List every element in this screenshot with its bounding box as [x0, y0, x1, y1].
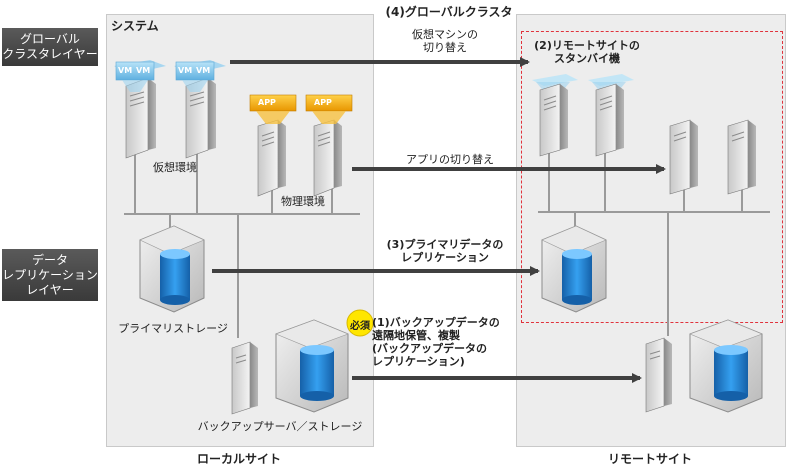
app-block-2 — [305, 94, 353, 124]
local-site-label: ローカルサイト — [196, 452, 281, 466]
global-cluster-title: (4)グローバルクラスタ — [385, 5, 513, 19]
backup-replication-label: (1)バックアップデータの 遠隔地保管、複製 (バックアップデータの レプリケー… — [372, 316, 500, 368]
primary-replication-label: (3)プライマリデータの レプリケーション — [386, 238, 504, 264]
vm-badge-1b: VM — [136, 66, 151, 75]
data-replication-layer-tag: データ レプリケーション レイヤー — [2, 249, 98, 301]
server-remote-3 — [669, 119, 698, 195]
standby-label: (2)リモートサイトの スタンバイ機 — [534, 39, 640, 65]
vm-badge-1a: VM — [118, 66, 133, 75]
vm-badge-2b: VM — [196, 66, 211, 75]
vm-block-1 — [114, 60, 166, 92]
system-label: システム — [111, 19, 159, 33]
required-badge: 必須 — [350, 321, 370, 332]
local-network-lines — [124, 150, 360, 338]
backup-server-remote — [645, 337, 672, 413]
global-cluster-layer-tag: グローバル クラスタレイヤー — [2, 28, 98, 66]
virtual-env-label: 仮想環境 — [153, 161, 197, 174]
primary-storage-label: プライマリストレージ — [118, 322, 228, 335]
app-switch-label: アプリの切り替え — [406, 153, 494, 166]
primary-storage-icon — [139, 225, 205, 313]
vm-switch-label: 仮想マシンの 切り替え — [412, 28, 478, 54]
server-remote-4 — [727, 119, 756, 195]
vm-badge-2a: VM — [178, 66, 193, 75]
backup-server-local — [231, 341, 258, 415]
standby-highlight-box — [521, 31, 783, 323]
remote-site-label: リモートサイト — [607, 452, 692, 466]
required-badge-shape — [346, 309, 374, 337]
server-local-app-2 — [313, 119, 342, 197]
backup-storage-local — [275, 319, 349, 413]
server-local-app-1 — [257, 119, 286, 197]
server-remote-2 — [595, 83, 624, 157]
physical-env-label: 物理環境 — [281, 195, 325, 208]
remote-storage-icon — [541, 225, 607, 313]
app-badge-1: APP — [258, 98, 276, 107]
server-local-vm-1 — [125, 77, 156, 159]
app-block-1 — [249, 94, 297, 124]
backup-server-label: バックアップサーバ／ストレージ — [197, 420, 363, 433]
remote-network-lines — [538, 150, 770, 336]
server-remote-1 — [539, 83, 568, 157]
app-badge-2: APP — [314, 98, 332, 107]
backup-storage-remote — [689, 319, 763, 413]
vm-block-2 — [174, 60, 226, 92]
